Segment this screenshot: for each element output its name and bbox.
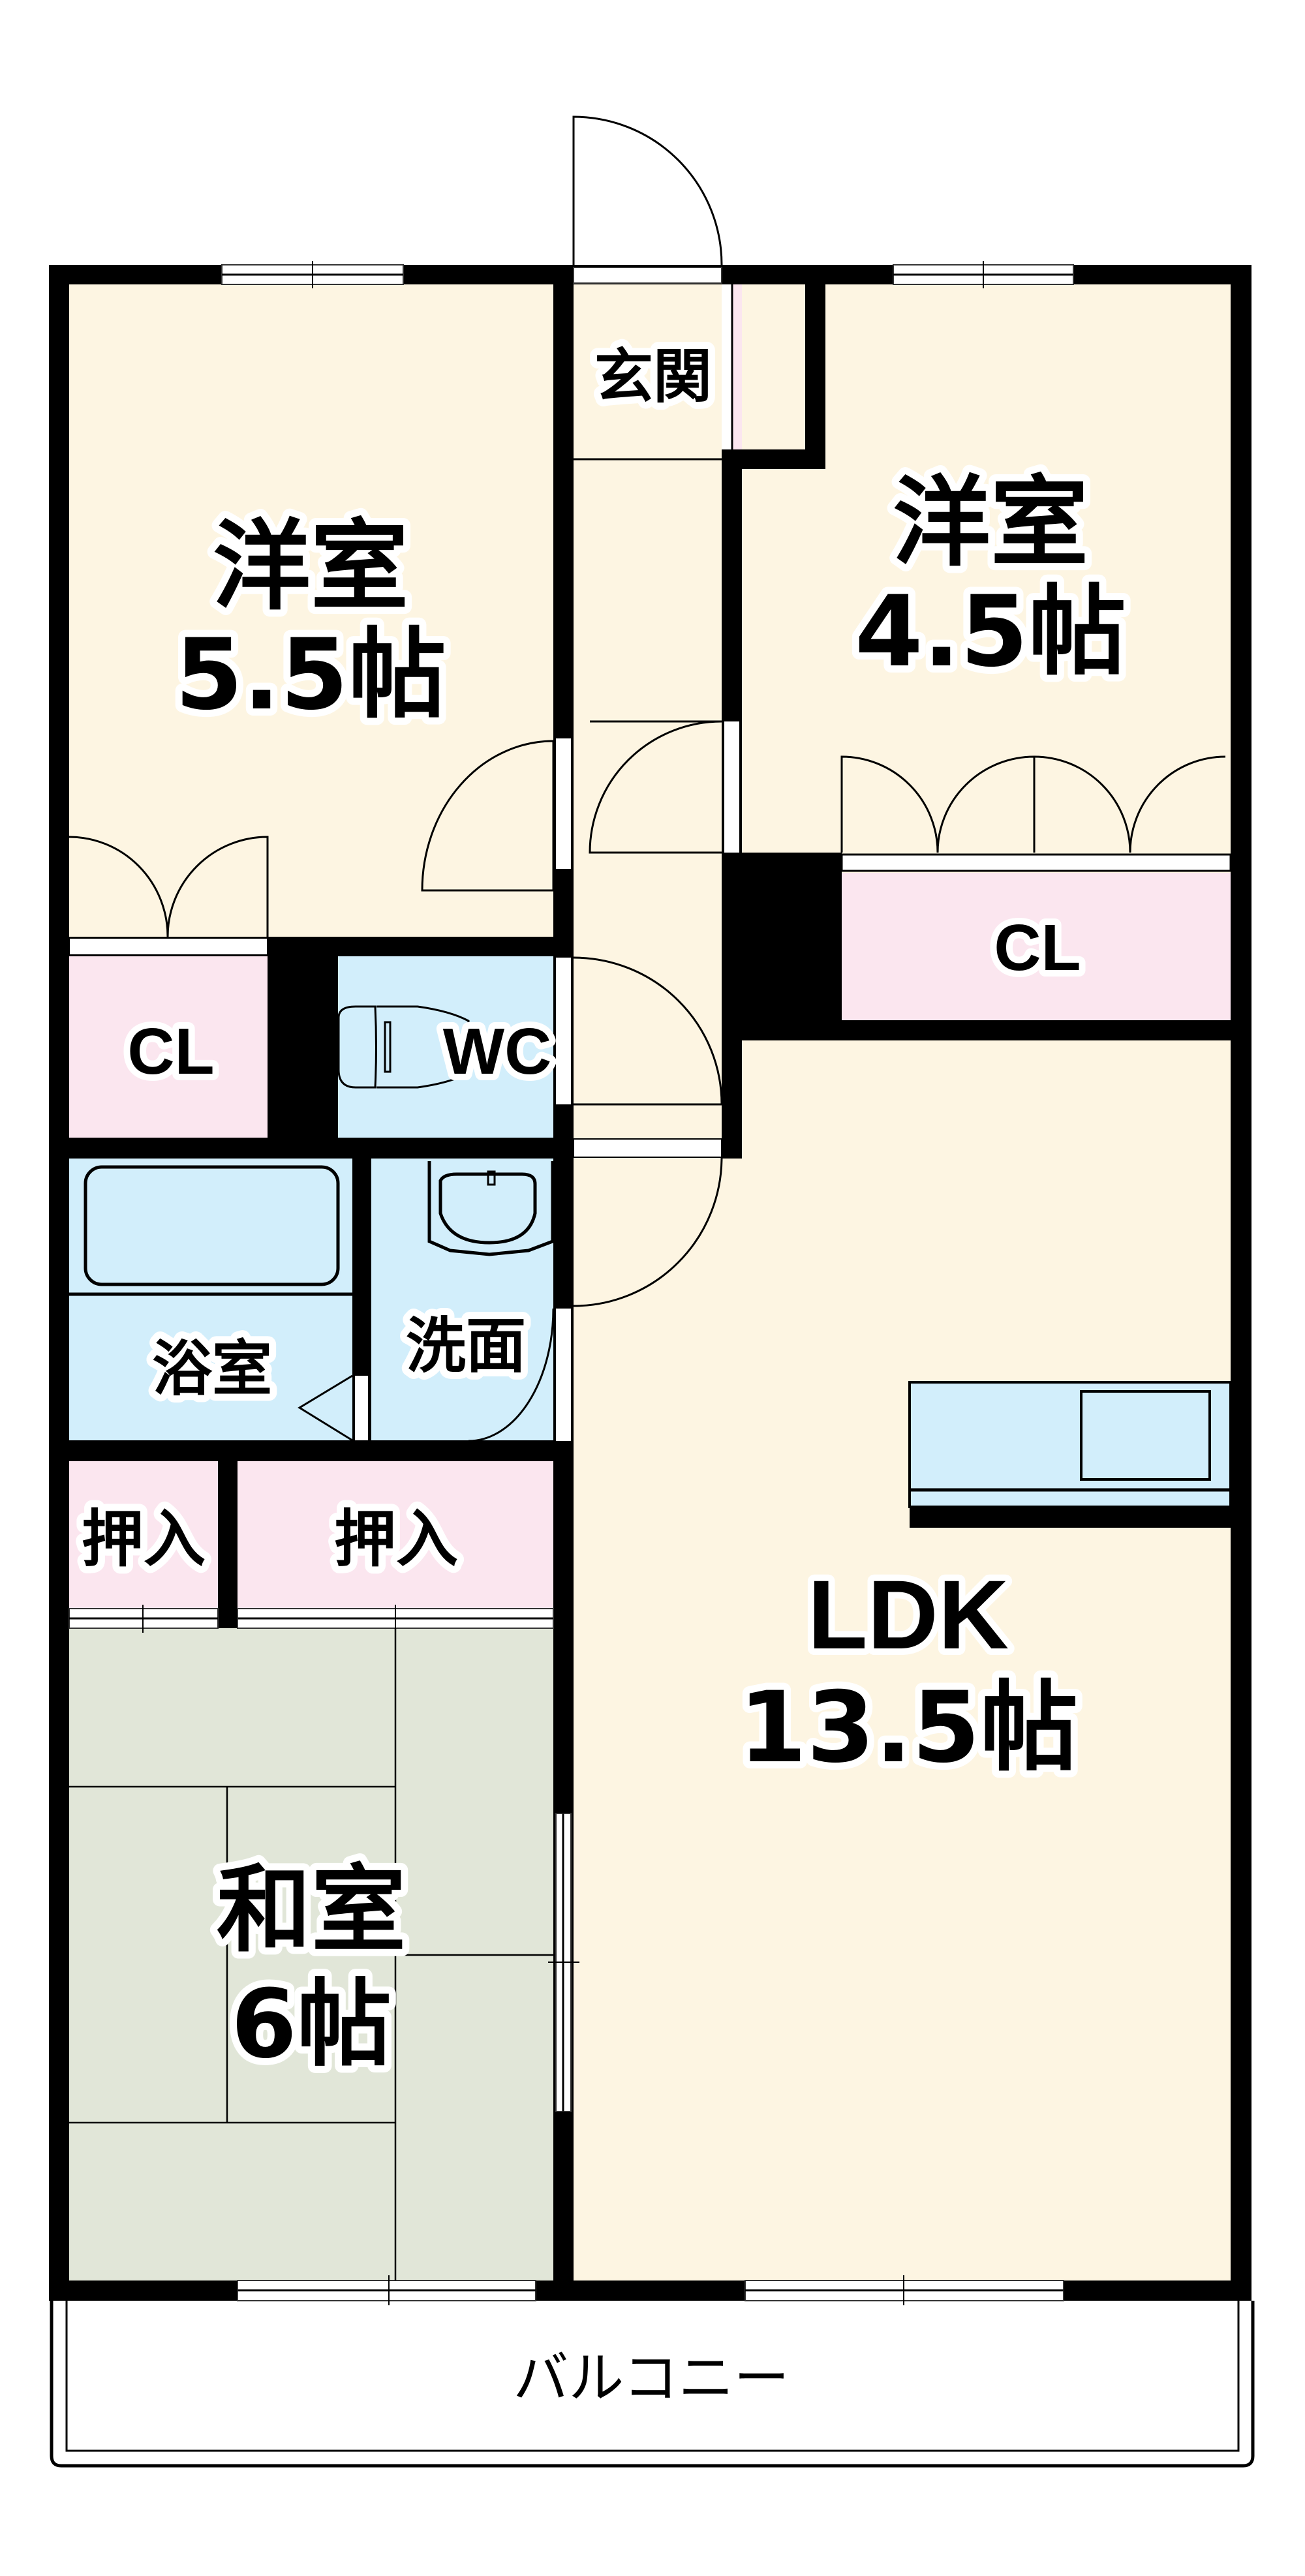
japanese-room-name: 和室: [217, 1855, 406, 1965]
tatami-lines: [69, 1628, 553, 2281]
closet-2-doors[interactable]: [840, 755, 1232, 872]
toilet-label: WC: [443, 1015, 552, 1088]
western-room-1-size: 5.5帖: [175, 618, 446, 732]
oshiire-2-label: 押入: [334, 1504, 458, 1575]
closet-2-label: CL: [994, 911, 1081, 984]
oshiire-2-floor: [238, 1461, 553, 1609]
closet-1-label: CL: [127, 1015, 214, 1088]
western-room-1-floor: [69, 284, 553, 937]
kitchen-counter: [908, 1381, 1232, 1508]
washroom-label: 洗面: [406, 1311, 526, 1381]
washroom-floor: [371, 1159, 553, 1440]
door-swings: [298, 720, 723, 1442]
washbasin: [427, 1161, 555, 1256]
oshiire-1-label: 押入: [82, 1504, 206, 1575]
western-room-2-name: 洋室: [893, 466, 1088, 580]
oshiire-1-floor: [69, 1461, 218, 1609]
balcony: [50, 2301, 1255, 2468]
ldk-name: LDK: [808, 1560, 1009, 1669]
western-room-1-name: 洋室: [213, 510, 408, 624]
closet-1-floor: [69, 956, 268, 1138]
balcony-label: バルコニー: [513, 2346, 789, 2411]
ldk-floor: [574, 1040, 1231, 2281]
western-room-2-size: 4.5帖: [855, 575, 1126, 689]
entry-door[interactable]: [572, 115, 723, 284]
ldk-size: 13.5帖: [739, 1671, 1078, 1785]
kitchen-sink: [1080, 1390, 1211, 1481]
japanese-room-size: 6帖: [231, 1969, 392, 2080]
closet-1-doors[interactable]: [69, 836, 269, 956]
bathroom-label: 浴室: [152, 1334, 272, 1404]
closet-2-floor: [842, 873, 1231, 1020]
bathtub: [69, 1165, 352, 1296]
toilet-floor: [338, 956, 553, 1138]
windows: [221, 261, 1074, 2305]
toilet-fixture: [337, 1005, 470, 1089]
entrance-label: 玄関: [594, 342, 712, 411]
room-labels: 洋室 5.5帖 洋室 4.5帖 玄関 CL CL WC 浴室 洗面 押入 押入 …: [74, 335, 1133, 2411]
oshiire-sliding-doors[interactable]: [69, 1605, 554, 1633]
bathroom-floor: [69, 1159, 352, 1440]
